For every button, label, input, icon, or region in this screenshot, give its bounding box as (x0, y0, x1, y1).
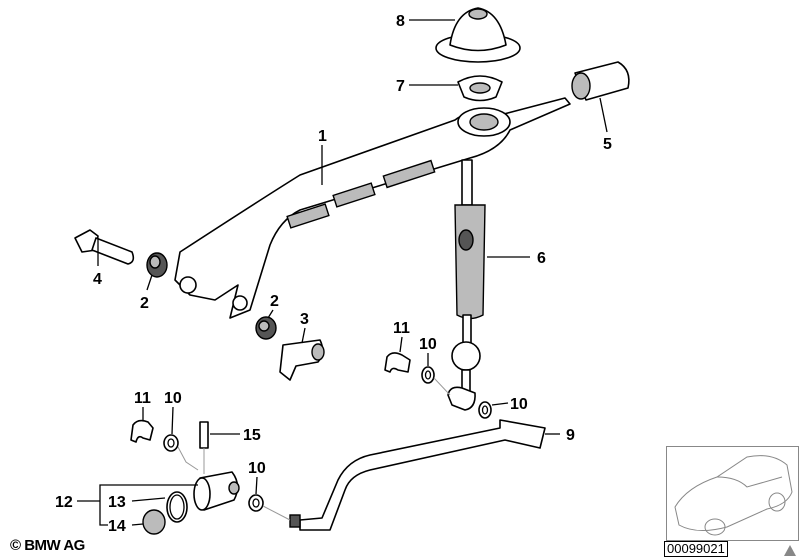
callout-3: 3 (300, 311, 309, 328)
callout-10: 10 (164, 390, 182, 407)
warning-triangle-icon (784, 545, 796, 556)
car-outline-icon (674, 455, 793, 536)
callout-2: 2 (140, 295, 149, 312)
part-4-pin[interactable] (74, 229, 135, 265)
callout-9: 9 (566, 427, 575, 444)
part-7-bushing[interactable] (457, 75, 503, 102)
copyright: © BMW AG (10, 537, 85, 554)
callout-5: 5 (603, 136, 612, 153)
callout-4: 4 (93, 271, 102, 288)
part-10-washer[interactable] (478, 401, 492, 419)
callout-12: 12 (55, 494, 73, 511)
part-11-clip[interactable] (130, 419, 154, 443)
part-2-bearing[interactable] (146, 252, 168, 278)
callout-7: 7 (396, 78, 405, 95)
part-3-clip[interactable] (279, 339, 325, 381)
part-13-ring[interactable] (166, 491, 188, 523)
part-10-washer[interactable] (421, 366, 435, 384)
part-11-clip[interactable] (384, 352, 411, 373)
part-1-shift-arm[interactable] (174, 97, 571, 319)
callout-10: 10 (248, 460, 266, 477)
part-10-washer[interactable] (163, 434, 179, 452)
callout-6: 6 (537, 250, 546, 267)
part-6-selector-rod[interactable] (447, 159, 486, 411)
leader-lines (77, 19, 608, 526)
part-15-pin[interactable] (199, 421, 209, 449)
callout-15: 15 (243, 427, 261, 444)
callout-14: 14 (108, 518, 126, 535)
part-9-lever-rod[interactable] (289, 419, 546, 531)
callout-11: 11 (134, 390, 151, 407)
image-id: 00099021 (664, 541, 728, 557)
part-10-washer[interactable] (248, 494, 264, 512)
callout-8: 8 (396, 13, 405, 30)
part-14-cap[interactable] (142, 509, 166, 535)
callout-10: 10 (419, 336, 437, 353)
vehicle-thumbnail (666, 446, 799, 541)
part-5-sleeve[interactable] (571, 61, 630, 101)
part-2-bearing[interactable] (255, 316, 277, 340)
part-12-coupling[interactable] (193, 471, 240, 511)
callout-13: 13 (108, 494, 126, 511)
part-8-boot[interactable] (435, 7, 521, 63)
callout-11: 11 (393, 320, 410, 337)
callout-2: 2 (270, 293, 279, 310)
callout-10: 10 (510, 396, 528, 413)
callout-1: 1 (318, 128, 327, 145)
